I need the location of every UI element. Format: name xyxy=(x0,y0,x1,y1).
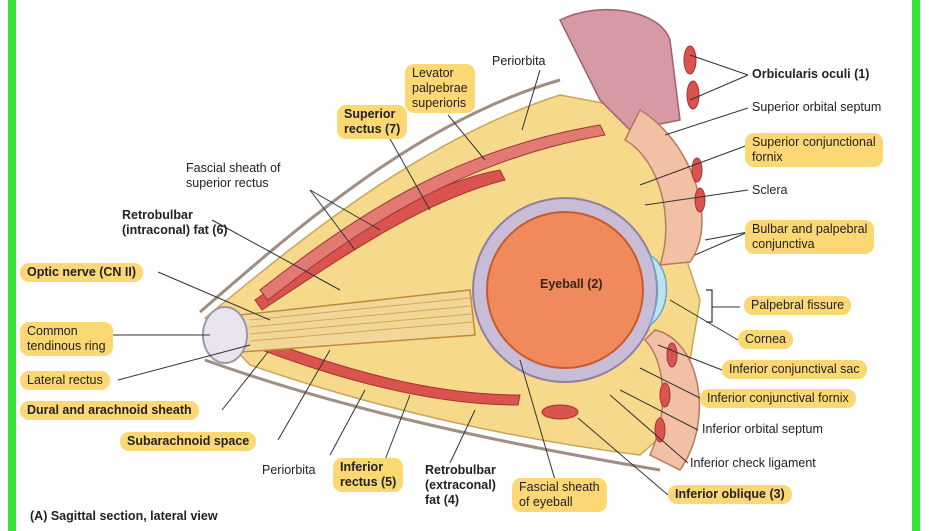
label-fascial-sheath-eyeball: Fascial sheath of eyeball xyxy=(512,478,607,512)
label-optic-nerve: Optic nerve (CN II) xyxy=(20,263,143,282)
label-dural-arachnoid-sheath: Dural and arachnoid sheath xyxy=(20,401,199,420)
label-inferior-check-ligament: Inferior check ligament xyxy=(690,456,816,471)
label-orbicularis-oculi: Orbicularis oculi (1) xyxy=(752,67,869,82)
label-periorbita-bottom: Periorbita xyxy=(262,463,316,478)
label-retrobulbar-intraconal-fat: Retrobulbar (intraconal) fat (6) xyxy=(122,208,228,238)
label-common-tendinous-ring: Common tendinous ring xyxy=(20,322,113,356)
palpebral-fissure-bracket xyxy=(706,290,712,322)
label-eyeball: Eyeball (2) xyxy=(540,277,603,291)
label-lateral-rectus: Lateral rectus xyxy=(20,371,110,390)
label-levator-palpebrae: Levator palpebrae superioris xyxy=(405,64,475,113)
label-cornea: Cornea xyxy=(738,330,793,349)
label-sclera: Sclera xyxy=(752,183,787,198)
label-inferior-orbital-septum: Inferior orbital septum xyxy=(702,422,823,437)
label-inferior-rectus: Inferior rectus (5) xyxy=(333,458,403,492)
label-superior-rectus: Superior rectus (7) xyxy=(337,105,407,139)
figure-caption: (A) Sagittal section, lateral view xyxy=(30,509,218,523)
label-bulbar-palpebral-conjunctiva: Bulbar and palpebral conjunctiva xyxy=(745,220,874,254)
label-inferior-conjunctival-fornix: Inferior conjunctival fornix xyxy=(700,389,856,408)
label-inferior-oblique: Inferior oblique (3) xyxy=(668,485,792,504)
label-retrobulbar-extraconal-fat: Retrobulbar (extraconal) fat (4) xyxy=(425,463,496,508)
label-superior-orbital-septum: Superior orbital septum xyxy=(752,100,881,115)
label-inferior-conjunctival-sac: Inferior conjunctival sac xyxy=(722,360,867,379)
label-fascial-sheath-superior-rectus: Fascial sheath of superior rectus xyxy=(186,161,281,191)
label-periorbita-top: Periorbita xyxy=(492,54,546,69)
label-subarachnoid-space: Subarachnoid space xyxy=(120,432,256,451)
inferior-oblique-muscle xyxy=(542,405,578,419)
label-palpebral-fissure: Palpebral fissure xyxy=(744,296,851,315)
label-superior-conjunctional-fornix: Superior conjunctional fornix xyxy=(745,133,883,167)
